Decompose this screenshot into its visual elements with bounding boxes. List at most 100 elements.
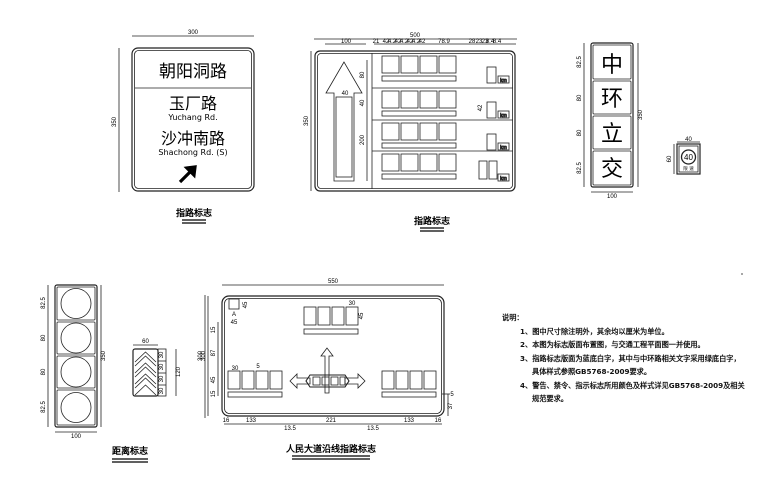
sign2-top-dim: 8.4 <box>493 39 502 45</box>
sign2-top-dim: 4.2 <box>412 39 421 45</box>
sign2-inner-border <box>317 53 513 189</box>
sign2-arrow-width-dim: 40 <box>342 91 349 97</box>
sign7-height-dim: 300 <box>198 350 204 361</box>
sign6-chevron-sign <box>132 344 177 397</box>
sign3-char-3: 立 <box>601 122 623 147</box>
sign1-guide-sign <box>118 35 255 224</box>
sign2-tall-box <box>488 160 498 180</box>
sign3-cell-2 <box>592 80 632 115</box>
sign8-left-dim: 15 <box>211 390 217 397</box>
sign8-left-cell <box>269 370 283 390</box>
sign8-center-cell <box>339 376 346 386</box>
sign2-cell <box>438 55 457 74</box>
sign8-left-cell <box>227 370 241 390</box>
notes-item-1: 1、图中尺寸除注明外，其余均以厘米为单位。 <box>520 326 669 336</box>
sign4-inner-border <box>678 145 699 173</box>
sign2-unit-label: km <box>500 145 507 151</box>
sign8-bottom-dim: 133 <box>246 418 257 424</box>
sign2-side-dim-80: 80 <box>360 71 366 78</box>
notes-item-4: 4、警告、禁令、指示标志所用颜色及样式详见GB5768-2009及相关 <box>520 380 745 390</box>
sign3-height-dim: 350 <box>638 109 644 120</box>
sign1-width-dim: 300 <box>188 30 199 36</box>
sign8-height-dim: 300 <box>201 350 207 361</box>
sign2-unit-label: km <box>500 78 507 84</box>
sign2-tall-box <box>478 160 488 180</box>
sign8-right-dim-5: 5 <box>450 392 454 398</box>
sign8-bottom-dim: 13.5 <box>367 426 379 432</box>
sign5-left-dim: 80 <box>41 334 47 341</box>
sign2-cell <box>381 55 400 74</box>
notes-item-4-cont: 规范要求。 <box>532 394 568 403</box>
sign2-caption: 指路标志 <box>414 215 450 227</box>
sign8-up-arrow <box>320 347 334 394</box>
sign2-unit-box <box>497 173 510 182</box>
sign6-seg-dim: 30 <box>159 375 165 382</box>
sign2-cell <box>438 153 457 172</box>
sign3-char-1: 中 <box>601 53 623 78</box>
sign5-circle-2 <box>60 322 92 354</box>
sign8-right-cell <box>381 370 395 390</box>
sign8-bottom-dim: 16 <box>223 418 230 424</box>
sign5-caption: 距离标志 <box>112 445 148 457</box>
sign6-seg-dim: 30 <box>159 351 165 358</box>
sign2-cell <box>400 153 419 172</box>
sign8-left-cell <box>241 370 255 390</box>
notes-panel: 说明： 1、图中尺寸除注明外，其余均以厘米为单位。 2、本图为标志版面布置图，与… <box>502 311 745 406</box>
sign2-up-arrow <box>325 61 363 182</box>
sign1-height-dim: 350 <box>112 116 118 127</box>
sign2-tall-box <box>486 133 497 151</box>
sign8-right-dim-37: 37 <box>448 402 454 409</box>
sign8-bottom-dim: 13.5 <box>284 426 296 432</box>
sign2-top-dim: 23 <box>476 39 483 45</box>
sign3-left-dim: 80 <box>577 94 583 101</box>
sign8-left-gap-dim: 5 <box>256 364 260 370</box>
sign6-chevrons-inner <box>134 355 157 389</box>
sign4-speed-circle <box>680 149 697 165</box>
sign3-cell-1 <box>592 44 632 80</box>
sign5-outer-border <box>54 284 98 428</box>
sign2-width-dim: 500 <box>410 33 421 39</box>
sign3-char-2: 环 <box>601 87 623 112</box>
sign2-side-dim-40: 40 <box>360 99 366 106</box>
sign2-top-dim: 78.9 <box>438 39 450 45</box>
notes-item-3: 3、指路标志版面为蓝底白字，其中与中环路相关文字采用绿底白字， <box>520 353 741 363</box>
sign8-center-cell <box>312 376 321 386</box>
sign2-top-dim: 4.2 <box>388 39 397 45</box>
sign2-height-dim: 350 <box>304 115 310 126</box>
sign8-top-cell <box>303 306 317 326</box>
sign2-cell <box>438 122 457 141</box>
sign8-top-cell-dim: 30 <box>349 301 356 307</box>
sign8-bottom-dim: 133 <box>404 418 415 424</box>
sign2-top-dim: 42 <box>383 39 390 45</box>
sign2-unit-box <box>497 75 510 84</box>
sign8-bottom-dim: 16 <box>435 418 442 424</box>
sign2-top-dim: 100 <box>341 39 352 45</box>
sign5-distance-sign <box>47 284 148 463</box>
sign2-top-dim: 4.2 <box>400 39 409 45</box>
sign3-width-dim: 100 <box>607 194 618 200</box>
sign5-height-dim: 350 <box>101 350 107 361</box>
sign1-header-text: 朝阳洞路 <box>159 62 227 82</box>
sign2-top-dim: 42 <box>407 39 414 45</box>
sign1-road1-zh: 玉厂路 <box>169 94 217 113</box>
sign3-left-dim: 82.5 <box>577 162 583 174</box>
sign2-bar <box>381 110 457 117</box>
sign8-left-dim: 15 <box>211 326 217 333</box>
sign8-left-cell <box>255 370 269 390</box>
sign2-right-dim: 42 <box>478 104 484 111</box>
sign8-box-height-dim: 45 <box>243 301 249 308</box>
sign8-box-a <box>228 298 240 310</box>
sign8-left-cell-dim: 30 <box>232 366 239 372</box>
sign4-height-dim: 60 <box>667 155 673 162</box>
sign3-left-dim: 80 <box>577 129 583 136</box>
sign2-cell <box>419 55 438 74</box>
sign8-right-cell <box>423 370 437 390</box>
sign2-cell <box>419 122 438 141</box>
sign5-left-dim: 80 <box>41 368 47 375</box>
sign1-road2-en: Shachong Rd. (S) <box>158 148 227 157</box>
sign5-circle-1 <box>60 288 92 319</box>
sign2-outer-border <box>314 50 516 192</box>
